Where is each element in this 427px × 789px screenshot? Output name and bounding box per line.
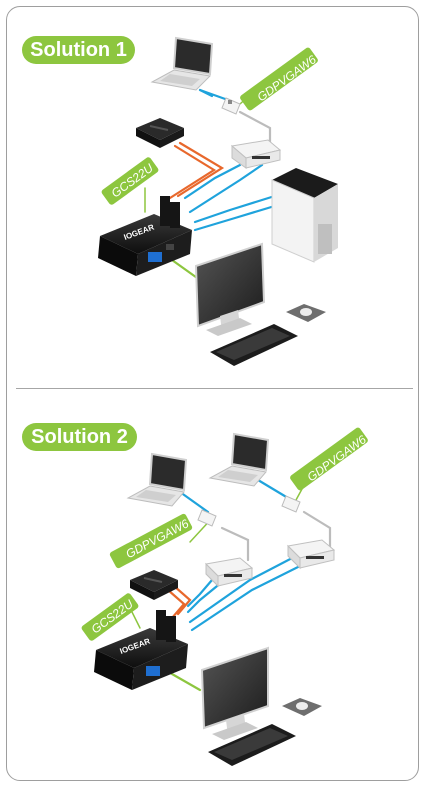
label-gdpvgaw6: GDPVGAW6 — [240, 47, 319, 111]
cable-gray — [220, 526, 250, 562]
label-gdpvgaw6-left: GDPVGAW6 — [109, 513, 193, 569]
cable-orange — [168, 144, 217, 200]
cable-blue — [198, 88, 214, 98]
usb-dongle-icon — [197, 509, 217, 527]
mouse-icon — [282, 698, 322, 716]
wireless-receiver-icon — [230, 139, 282, 169]
cable-blue — [193, 203, 280, 232]
cable-blue — [256, 478, 290, 500]
label-gcs22u: GCS22U — [81, 593, 139, 641]
section-divider — [16, 388, 413, 389]
cable-blue — [186, 580, 224, 614]
cable-orange — [172, 584, 192, 616]
solution-2-badge: Solution 2 — [22, 423, 137, 451]
solution-2-diagram: IOGEAR GDPVGAW6 GDPVGAW6 GCS — [81, 427, 369, 766]
kvm-switch-icon: IOGEAR — [94, 610, 188, 690]
mouse-icon — [286, 304, 326, 322]
wireless-receiver-icon — [204, 557, 254, 588]
cable-blue — [178, 490, 210, 514]
usb-hub-icon — [130, 570, 178, 600]
cable-blue — [193, 193, 280, 224]
leader-line — [131, 611, 141, 629]
svg-text:GDPVGAW6: GDPVGAW6 — [255, 52, 319, 104]
cable-blue — [183, 163, 242, 200]
cable-gray — [302, 510, 332, 550]
usb-hub-icon — [136, 118, 184, 148]
laptop-icon — [208, 432, 270, 487]
label-gdpvgaw6-right: GDPVGAW6 — [290, 427, 369, 491]
cable-blue — [188, 163, 264, 214]
solution-1-diagram: IOGEAR GDPVGAW6 GCS22U — [98, 36, 338, 366]
desktop-tower-icon — [271, 168, 338, 263]
usb-dongle-icon — [221, 97, 241, 115]
usb-dongle-icon — [281, 495, 301, 513]
keyboard-icon — [208, 724, 296, 766]
cable-blue — [188, 554, 298, 624]
keyboard-icon — [210, 324, 298, 366]
laptop-icon — [126, 452, 188, 507]
cable-orange — [176, 141, 225, 198]
label-gcs22u: GCS22U — [101, 157, 159, 205]
monitor-icon — [200, 646, 269, 740]
laptop-icon — [150, 36, 214, 91]
cable-orange — [166, 588, 186, 620]
cable-blue — [186, 578, 214, 608]
monitor-icon — [194, 242, 266, 336]
solution-1-badge: Solution 1 — [22, 36, 135, 64]
kvm-switch-icon: IOGEAR — [98, 196, 192, 276]
diagram-frame — [6, 6, 419, 781]
wireless-receiver-icon — [286, 539, 336, 570]
cable-blue — [190, 564, 302, 632]
svg-text:GDPVGAW6: GDPVGAW6 — [123, 516, 191, 561]
svg-text:GDPVGAW6: GDPVGAW6 — [305, 432, 369, 484]
